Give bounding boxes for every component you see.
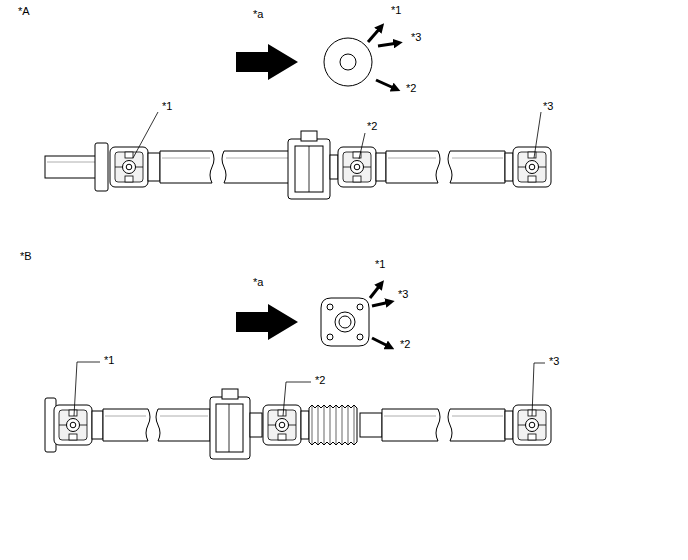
callout-label: *3 [549, 355, 559, 368]
callout-label: *B [20, 250, 32, 263]
callout-label: *1 [104, 354, 114, 367]
callout-label: *A [18, 5, 30, 18]
callout-label: *2 [367, 120, 377, 133]
callout-label: *2 [315, 374, 325, 387]
callout-label: *a [253, 8, 263, 21]
callout-label: *3 [411, 31, 421, 44]
callout-label: *3 [398, 288, 408, 301]
callout-label: *2 [400, 338, 410, 351]
callout-label: *2 [406, 82, 416, 95]
callout-label: *1 [162, 100, 172, 113]
callout-label: *1 [375, 258, 385, 271]
callout-label: *3 [543, 100, 553, 113]
callout-label: *1 [391, 4, 401, 17]
callout-label: *a [253, 276, 263, 289]
